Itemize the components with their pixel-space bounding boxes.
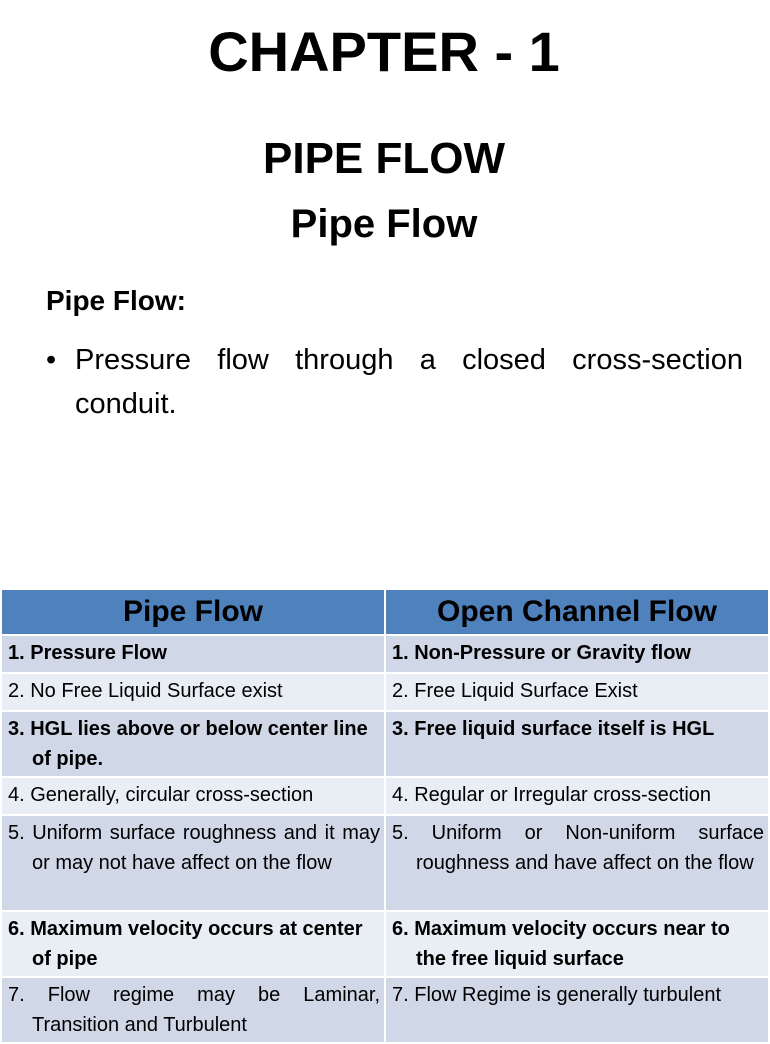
header-open-channel-flow: Open Channel Flow bbox=[384, 588, 770, 636]
table-cell: 2. No Free Liquid Surface exist bbox=[0, 672, 386, 712]
table-header-row: Pipe Flow Open Channel Flow bbox=[0, 588, 770, 636]
comparison-table: Pipe Flow Open Channel Flow 1. Pressure … bbox=[0, 588, 770, 1044]
table-cell: 4. Generally, circular cross-section bbox=[0, 776, 386, 816]
table-row: 2. No Free Liquid Surface exist 2. Free … bbox=[0, 672, 770, 712]
cell-text: 6. Maximum velocity occurs at center of … bbox=[8, 918, 363, 970]
table-row: 7. Flow regime may be Laminar, Transitio… bbox=[0, 976, 770, 1044]
cell-text: 3. HGL lies above or below center line o… bbox=[8, 718, 368, 770]
table-cell: 5. Uniform surface roughness and it may … bbox=[0, 814, 386, 912]
table-row: 6. Maximum velocity occurs at center of … bbox=[0, 910, 770, 978]
table-cell: 7. Flow regime may be Laminar, Transitio… bbox=[0, 976, 386, 1044]
cell-text: 6. Maximum velocity occurs near to the f… bbox=[392, 918, 730, 970]
cell-text: 1. Pressure Flow bbox=[8, 642, 167, 664]
table-cell: 2. Free Liquid Surface Exist bbox=[384, 672, 770, 712]
cell-text: 3. Free liquid surface itself is HGL bbox=[392, 718, 715, 740]
table-cell: 5. Uniform or Non-uniform surface roughn… bbox=[384, 814, 770, 912]
cell-text: 5. Uniform or Non-uniform surface roughn… bbox=[392, 822, 764, 874]
table-row: 5. Uniform surface roughness and it may … bbox=[0, 814, 770, 912]
table-row: 4. Generally, circular cross-section 4. … bbox=[0, 776, 770, 816]
cell-text: 7. Flow Regime is generally turbulent bbox=[392, 984, 722, 1006]
cell-text: 5. Uniform surface roughness and it may … bbox=[8, 822, 380, 874]
table-cell: 1. Non-Pressure or Gravity flow bbox=[384, 634, 770, 674]
page-subtitle: Pipe Flow bbox=[290, 202, 478, 246]
table-cell: 3. Free liquid surface itself is HGL bbox=[384, 710, 770, 778]
page-title: PIPE FLOW bbox=[263, 134, 505, 183]
table-cell: 4. Regular or Irregular cross-section bbox=[384, 776, 770, 816]
cell-text: 4. Generally, circular cross-section bbox=[8, 784, 314, 806]
bullet-icon: • bbox=[46, 344, 57, 376]
cell-text: 7. Flow regime may be Laminar, Transitio… bbox=[8, 984, 380, 1036]
bullet-item: • Pressure flow through a closed cross-s… bbox=[46, 338, 743, 426]
cell-text: 1. Non-Pressure or Gravity flow bbox=[392, 642, 691, 664]
table-row: 1. Pressure Flow 1. Non-Pressure or Grav… bbox=[0, 634, 770, 674]
table-cell: 3. HGL lies above or below center line o… bbox=[0, 710, 386, 778]
table-row: 3. HGL lies above or below center line o… bbox=[0, 710, 770, 778]
table-cell: 6. Maximum velocity occurs near to the f… bbox=[384, 910, 770, 978]
section-heading: Pipe Flow: bbox=[46, 285, 186, 316]
chapter-title: CHAPTER - 1 bbox=[208, 20, 560, 83]
table-cell: 6. Maximum velocity occurs at center of … bbox=[0, 910, 386, 978]
cell-text: 2. Free Liquid Surface Exist bbox=[392, 680, 638, 702]
cell-text: 4. Regular or Irregular cross-section bbox=[392, 784, 712, 806]
table-cell: 7. Flow Regime is generally turbulent bbox=[384, 976, 770, 1044]
cell-text: 2. No Free Liquid Surface exist bbox=[8, 680, 283, 702]
header-pipe-flow: Pipe Flow bbox=[0, 588, 386, 636]
bullet-text: Pressure flow through a closed cross-sec… bbox=[75, 344, 743, 420]
table-cell: 1. Pressure Flow bbox=[0, 634, 386, 674]
